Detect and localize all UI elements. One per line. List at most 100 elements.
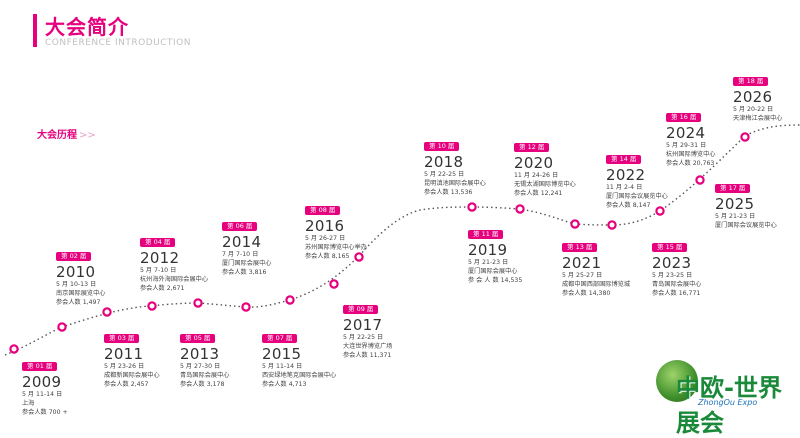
event-attendance: 参会人数 8,165 [305,253,350,260]
event-attendance: 参会人数 4,713 [262,381,307,388]
edition-badge: 第 06 届 [222,222,258,231]
event-attendance: 参会人数 2,671 [140,285,185,292]
event-year: 2012 [140,249,180,267]
event-date: 5 月 27-30 日 [180,363,221,370]
edition-badge: 第 02 届 [56,252,92,261]
event-venue: 苏州国际博览中心举办 [305,244,367,251]
edition-badge: 第 15 届 [652,243,688,252]
edition-badge: 第 16 届 [666,113,702,122]
event-venue: 厦门国际会展中心 [222,260,272,267]
event-venue: 厦门国际会议展览中心 [606,193,668,200]
event-venue: 厦门国际会议展览中心 [715,222,777,229]
event-attendance: 参会人数 1,497 [56,299,101,306]
event-venue: 天津梅江会展中心 [733,115,783,122]
history-arrows: >> [79,130,96,141]
timeline-dot [655,206,665,216]
event-venue: 上海 [22,400,35,407]
timeline-dot [329,279,339,289]
event-venue: 大连世界博览广场 [343,343,393,350]
event-year: 2017 [343,316,383,334]
event-attendance: 参会人数 14,380 [562,290,611,297]
event-year: 2026 [733,88,773,106]
event-date: 5 月 23-26 日 [104,363,145,370]
timeline-dot [285,295,295,305]
event-date: 5 月 20-22 日 [733,106,774,113]
edition-badge: 第 08 届 [305,206,341,215]
event-year: 2009 [22,373,62,391]
timeline-dot [695,175,705,185]
timeline-dot [102,307,112,317]
event-date: 5 月 21-23 日 [715,213,756,220]
event-date: 5 月 29-31 日 [666,142,707,149]
event-year: 2010 [56,263,96,281]
event-venue: 厦门国际会展中心 [468,268,518,275]
edition-badge: 第 14 届 [606,155,642,164]
event-year: 2014 [222,233,262,251]
edition-badge: 第 18 届 [733,77,769,86]
event-venue: 西安绿地笔克国际会展中心 [262,372,337,379]
title-accent-bar [33,14,37,47]
history-label-text: 大会历程 [37,130,77,141]
event-attendance: 参会人数 16,771 [652,290,701,297]
event-date: 5 月 11-14 日 [262,363,303,370]
event-date: 5 月 7-10 日 [140,267,177,274]
edition-badge: 第 11 届 [468,230,504,239]
event-venue: 成都中国西部国际博览城 [562,281,631,288]
edition-badge: 第 05 届 [180,334,216,343]
globe-icon [656,360,698,402]
event-attendance: 参会人数 700 + [22,409,68,416]
event-venue: 成都新国际会展中心 [104,372,160,379]
event-date: 5 月 23-25 日 [652,272,693,279]
timeline-dot [354,252,364,262]
edition-badge: 第 10 届 [424,142,460,151]
event-year: 2021 [562,254,602,272]
event-venue: 南京国际展览中心 [56,290,106,297]
event-attendance: 参会人数 12,241 [514,190,563,197]
timeline-svg [4,124,800,356]
event-attendance: 参会人数 20,763 [666,160,715,167]
event-date: 5 月 21-23 日 [468,259,509,266]
event-venue: 杭州国际博览中心 [666,151,716,158]
event-attendance: 参会人数 13,536 [424,189,473,196]
event-venue: 无锡太湖国际博览中心 [514,181,576,188]
expo-logo: 中欧-世界展会 ZhongOu Expo [652,358,792,437]
history-label: 大会历程>> [37,126,96,141]
event-year: 2015 [262,345,302,363]
event-date: 5 月 22-25 日 [424,171,465,178]
page-title: 大会简介 [45,15,129,39]
event-year: 2019 [468,241,508,259]
event-attendance: 参会人数 3,816 [222,269,267,276]
logo-subtitle: ZhongOu Expo [698,398,758,407]
event-year: 2022 [606,166,646,184]
event-date: 5 月 11-14 日 [22,391,63,398]
event-date: 5 月 26-27 日 [305,235,346,242]
event-date: 7 月 7-10 日 [222,251,259,258]
page-subtitle: CONFERENCE INTRODUCTION [45,38,191,48]
timeline-dot [241,302,251,312]
event-venue: 昆明滇池国际会展中心 [424,180,486,187]
event-year: 2016 [305,217,345,235]
timeline-dot [193,298,203,308]
timeline-dot [9,344,19,354]
edition-badge: 第 12 届 [514,143,550,152]
edition-badge: 第 01 届 [22,362,58,371]
event-attendance: 参会人数 11,371 [343,352,392,359]
edition-badge: 第 07 届 [262,334,298,343]
event-attendance: 参会人数 2,457 [104,381,149,388]
event-venue: 杭州海外海国际会展中心 [140,276,209,283]
